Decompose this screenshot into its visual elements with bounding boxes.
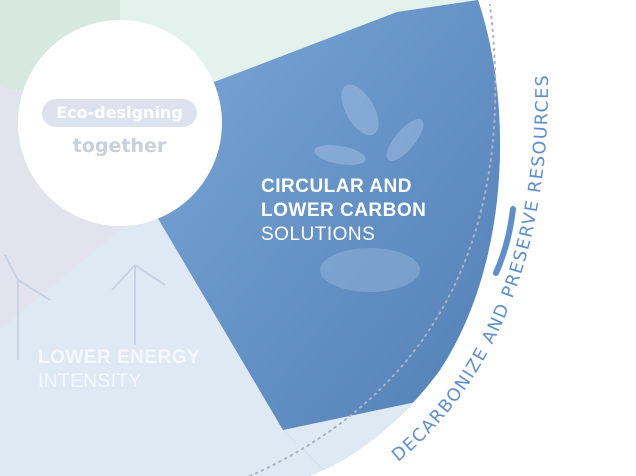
wind-turbines — [4, 254, 166, 360]
segment-title: LOWER ENERGY — [38, 347, 201, 368]
center-subtitle: together — [72, 135, 167, 157]
segment-label-circular: CIRCULAR AND LOWER CARBON SOLUTIONS — [261, 175, 426, 247]
segment-circular — [150, 0, 501, 476]
arc-indicator — [493, 206, 516, 276]
plant-leaves — [314, 84, 424, 292]
segment-top — [120, 0, 501, 95]
segment-title-line2: LOWER CARBON — [261, 200, 427, 221]
segment-title: CIRCULAR AND — [261, 176, 412, 197]
segment-subtitle: INTENSITY — [38, 371, 142, 392]
dotted-arc — [249, 4, 497, 476]
segment-label-energy: LOWER ENERGY INTENSITY — [38, 346, 200, 394]
segment-subtitle: SOLUTIONS — [261, 224, 376, 245]
eco-designing-badge: Eco-designing — [42, 99, 197, 127]
